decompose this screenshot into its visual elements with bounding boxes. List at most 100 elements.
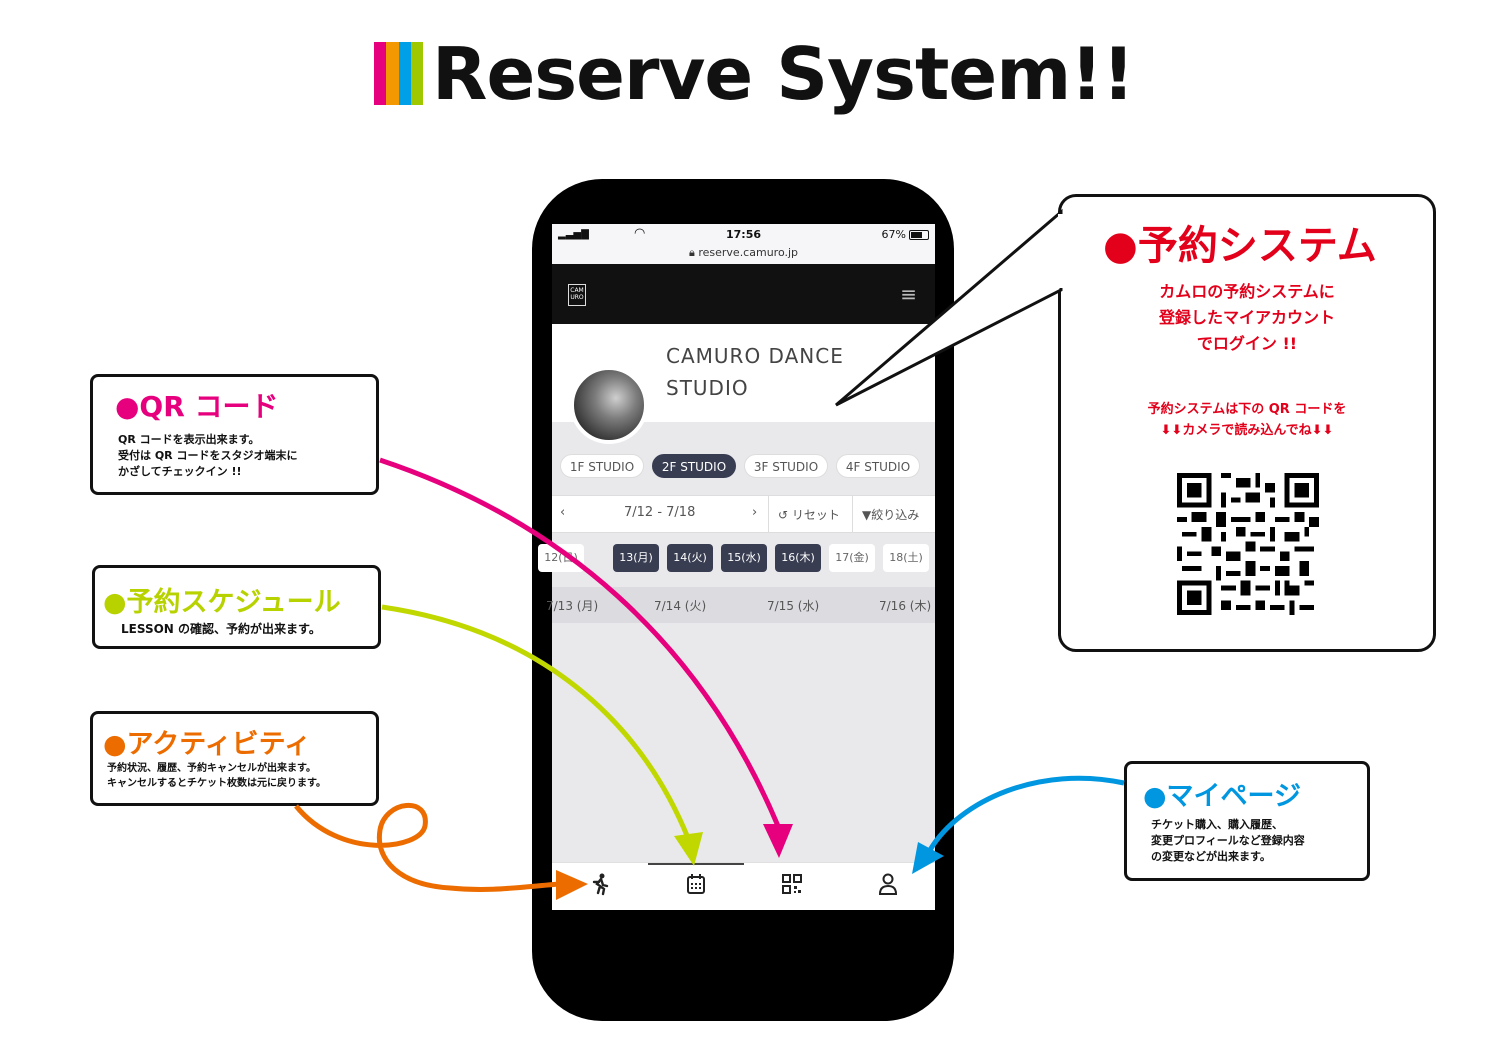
- studio-tabs: 1F STUDIO 2F STUDIO 3F STUDIO 4F STUDIO: [552, 452, 935, 482]
- day-chip-14[interactable]: 14(火): [667, 544, 713, 572]
- tab-mypage[interactable]: [840, 873, 936, 900]
- qr-code-icon: [782, 874, 802, 894]
- title-color-bars: [374, 42, 423, 105]
- status-bar: ▂▃▅▇ ◠ 17:56 67% 🔒︎ reserve.camuro.jp: [552, 224, 935, 264]
- tab-schedule[interactable]: [648, 873, 744, 900]
- callout-reserve-head: ●予約システム: [1103, 223, 1377, 269]
- prev-week-button[interactable]: ‹: [560, 505, 566, 520]
- reset-icon: ↺: [778, 508, 789, 522]
- user-icon: [878, 873, 898, 895]
- day-chip-16[interactable]: 16(木): [775, 544, 821, 572]
- reset-label: リセット: [791, 508, 840, 522]
- desc-line: の変更などが出来ます。: [1151, 850, 1271, 863]
- signal-icon: ▂▃▅▇: [558, 229, 589, 240]
- studio-name-line1: CAMURO DANCE: [666, 344, 844, 368]
- desc-line: でログイン !!: [1196, 334, 1298, 353]
- title-bar-green: [410, 42, 423, 105]
- active-tab-indicator: [648, 863, 744, 865]
- desc-line: カムロの予約システムに: [1159, 282, 1335, 301]
- schedule-arrow: [381, 604, 691, 839]
- status-time: 17:56: [725, 228, 761, 241]
- speech-bubble-tail: [835, 208, 1063, 407]
- lock-icon: 🔒︎: [688, 246, 695, 259]
- title-bar-blue: [398, 42, 411, 105]
- page-title: Reserve System!!: [432, 32, 1135, 116]
- divider: [768, 496, 769, 532]
- qr-arrow: [379, 457, 781, 827]
- callout-schedule-desc: LESSON の確認、予約が出来ます。: [121, 621, 321, 637]
- activity-arrowhead: [556, 870, 588, 900]
- desc-line: かざしてチェックイン !!: [118, 465, 242, 478]
- desc-line: 登録したマイアカウント: [1158, 308, 1335, 327]
- week-navigator: ‹ 7/12 - 7/18 › ↺ リセット ▼絞り込み: [552, 495, 935, 533]
- reset-button[interactable]: ↺ リセット: [778, 506, 840, 523]
- tab-qr-code[interactable]: [744, 873, 840, 900]
- running-icon: [592, 873, 609, 896]
- app-header: CAM URO ≡: [552, 264, 935, 324]
- address-url: reserve.camuro.jp: [698, 246, 799, 259]
- callout-reserve-qr-note: 予約システムは下の QR コードを ⬇⬇カメラで読み込んでね⬇⬇: [1061, 399, 1433, 441]
- callout-qr-head: ●QR コード: [115, 390, 279, 423]
- filter-label: 絞り込み: [871, 508, 920, 522]
- callout-schedule: ●予約スケジュール LESSON の確認、予約が出来ます。: [92, 565, 381, 649]
- date-header: 7/16 (木): [879, 599, 932, 613]
- desc-line: 変更プロフィールなど登録内容: [1151, 834, 1305, 847]
- callout-activity-head: ●アクティビティ: [103, 729, 311, 760]
- tab-3f-studio[interactable]: 3F STUDIO: [744, 454, 828, 478]
- studio-name: CAMURO DANCE STUDIO: [666, 340, 896, 404]
- studio-avatar: [570, 366, 648, 444]
- title-bar-orange: [386, 42, 399, 105]
- desc-line: チケット購入、購入履歴、: [1151, 818, 1283, 831]
- tab-4f-studio[interactable]: 4F STUDIO: [836, 454, 920, 478]
- desc-line: キャンセルするとチケット枚数は元に戻ります。: [107, 778, 326, 789]
- desc-line: 受付は QR コードをスタジオ端末に: [118, 449, 298, 462]
- filter-button[interactable]: ▼絞り込み: [862, 506, 919, 523]
- battery-icon: [909, 229, 929, 240]
- callout-mypage: ●マイページ チケット購入、購入履歴、 変更プロフィールなど登録内容 の変更など…: [1124, 761, 1370, 881]
- divider: [852, 496, 853, 532]
- callout-reserve-system: ●予約システム カムロの予約システムに 登録したマイアカウント でログイン !!…: [1058, 194, 1436, 652]
- day-chip-15[interactable]: 15(水): [721, 544, 767, 572]
- desc-line: 予約システムは下の QR コードを: [1147, 402, 1347, 417]
- wifi-icon: ◠: [634, 226, 646, 241]
- address-bar[interactable]: 🔒︎ reserve.camuro.jp: [552, 246, 935, 260]
- callout-qr-desc: QR コードを表示出来ます。 受付は QR コードをスタジオ端末に かざしてチェ…: [118, 432, 297, 480]
- desc-line: 予約状況、履歴、予約キャンセルが出来ます。: [107, 763, 316, 774]
- date-header: 7/13 (月): [546, 599, 599, 613]
- desc-line: QR コードを表示出来ます。: [118, 433, 260, 446]
- studio-name-line2: STUDIO: [666, 376, 749, 400]
- callout-schedule-head: ●予約スケジュール: [103, 587, 341, 618]
- filter-icon: ▼: [862, 508, 872, 522]
- hamburger-icon[interactable]: ≡: [900, 282, 917, 306]
- callout-mypage-head: ●マイページ: [1143, 781, 1302, 812]
- calendar-icon: [687, 874, 705, 894]
- callout-activity: ●アクティビティ 予約状況、履歴、予約キャンセルが出来ます。 キャンセルするとチ…: [90, 711, 379, 806]
- date-header: 7/14 (火): [654, 599, 707, 613]
- day-chip-17[interactable]: 17(金): [829, 544, 875, 572]
- tab-activity[interactable]: [552, 873, 648, 900]
- callout-mypage-desc: チケット購入、購入履歴、 変更プロフィールなど登録内容 の変更などが出来ます。: [1151, 817, 1305, 865]
- battery-percent: 67%: [881, 228, 906, 241]
- next-week-button[interactable]: ›: [752, 505, 758, 520]
- day-selector: 12(日) 13(月) 14(火) 15(水) 16(木) 17(金) 18(土…: [538, 542, 935, 576]
- desc-line: LESSON の確認、予約が出来ます。: [121, 622, 321, 636]
- mypage-arrowhead: [912, 842, 944, 874]
- callout-reserve-desc: カムロの予約システムに 登録したマイアカウント でログイン !!: [1061, 279, 1433, 357]
- desc-line: ⬇⬇カメラで読み込んでね⬇⬇: [1160, 423, 1334, 438]
- tab-2f-studio[interactable]: 2F STUDIO: [652, 454, 736, 478]
- battery-indicator: 67%: [882, 228, 929, 241]
- day-chip-13[interactable]: 13(月): [613, 544, 659, 572]
- bottom-tab-bar: [552, 862, 935, 910]
- date-header: 7/15 (水): [767, 599, 820, 613]
- title-bar-magenta: [374, 42, 387, 105]
- speech-tail-joint: [1058, 214, 1064, 288]
- qr-code-image[interactable]: [1177, 473, 1319, 615]
- schedule-arrowhead: [674, 832, 703, 866]
- callout-qr-code: ●QR コード QR コードを表示出来ます。 受付は QR コードをスタジオ端末…: [90, 374, 379, 495]
- day-chip-18[interactable]: 18(土): [883, 544, 929, 572]
- qr-arrowhead: [763, 824, 793, 858]
- phone-screen: ▂▃▅▇ ◠ 17:56 67% 🔒︎ reserve.camuro.jp CA…: [538, 224, 935, 910]
- camuro-logo[interactable]: CAM URO: [568, 284, 586, 306]
- tab-1f-studio[interactable]: 1F STUDIO: [560, 454, 644, 478]
